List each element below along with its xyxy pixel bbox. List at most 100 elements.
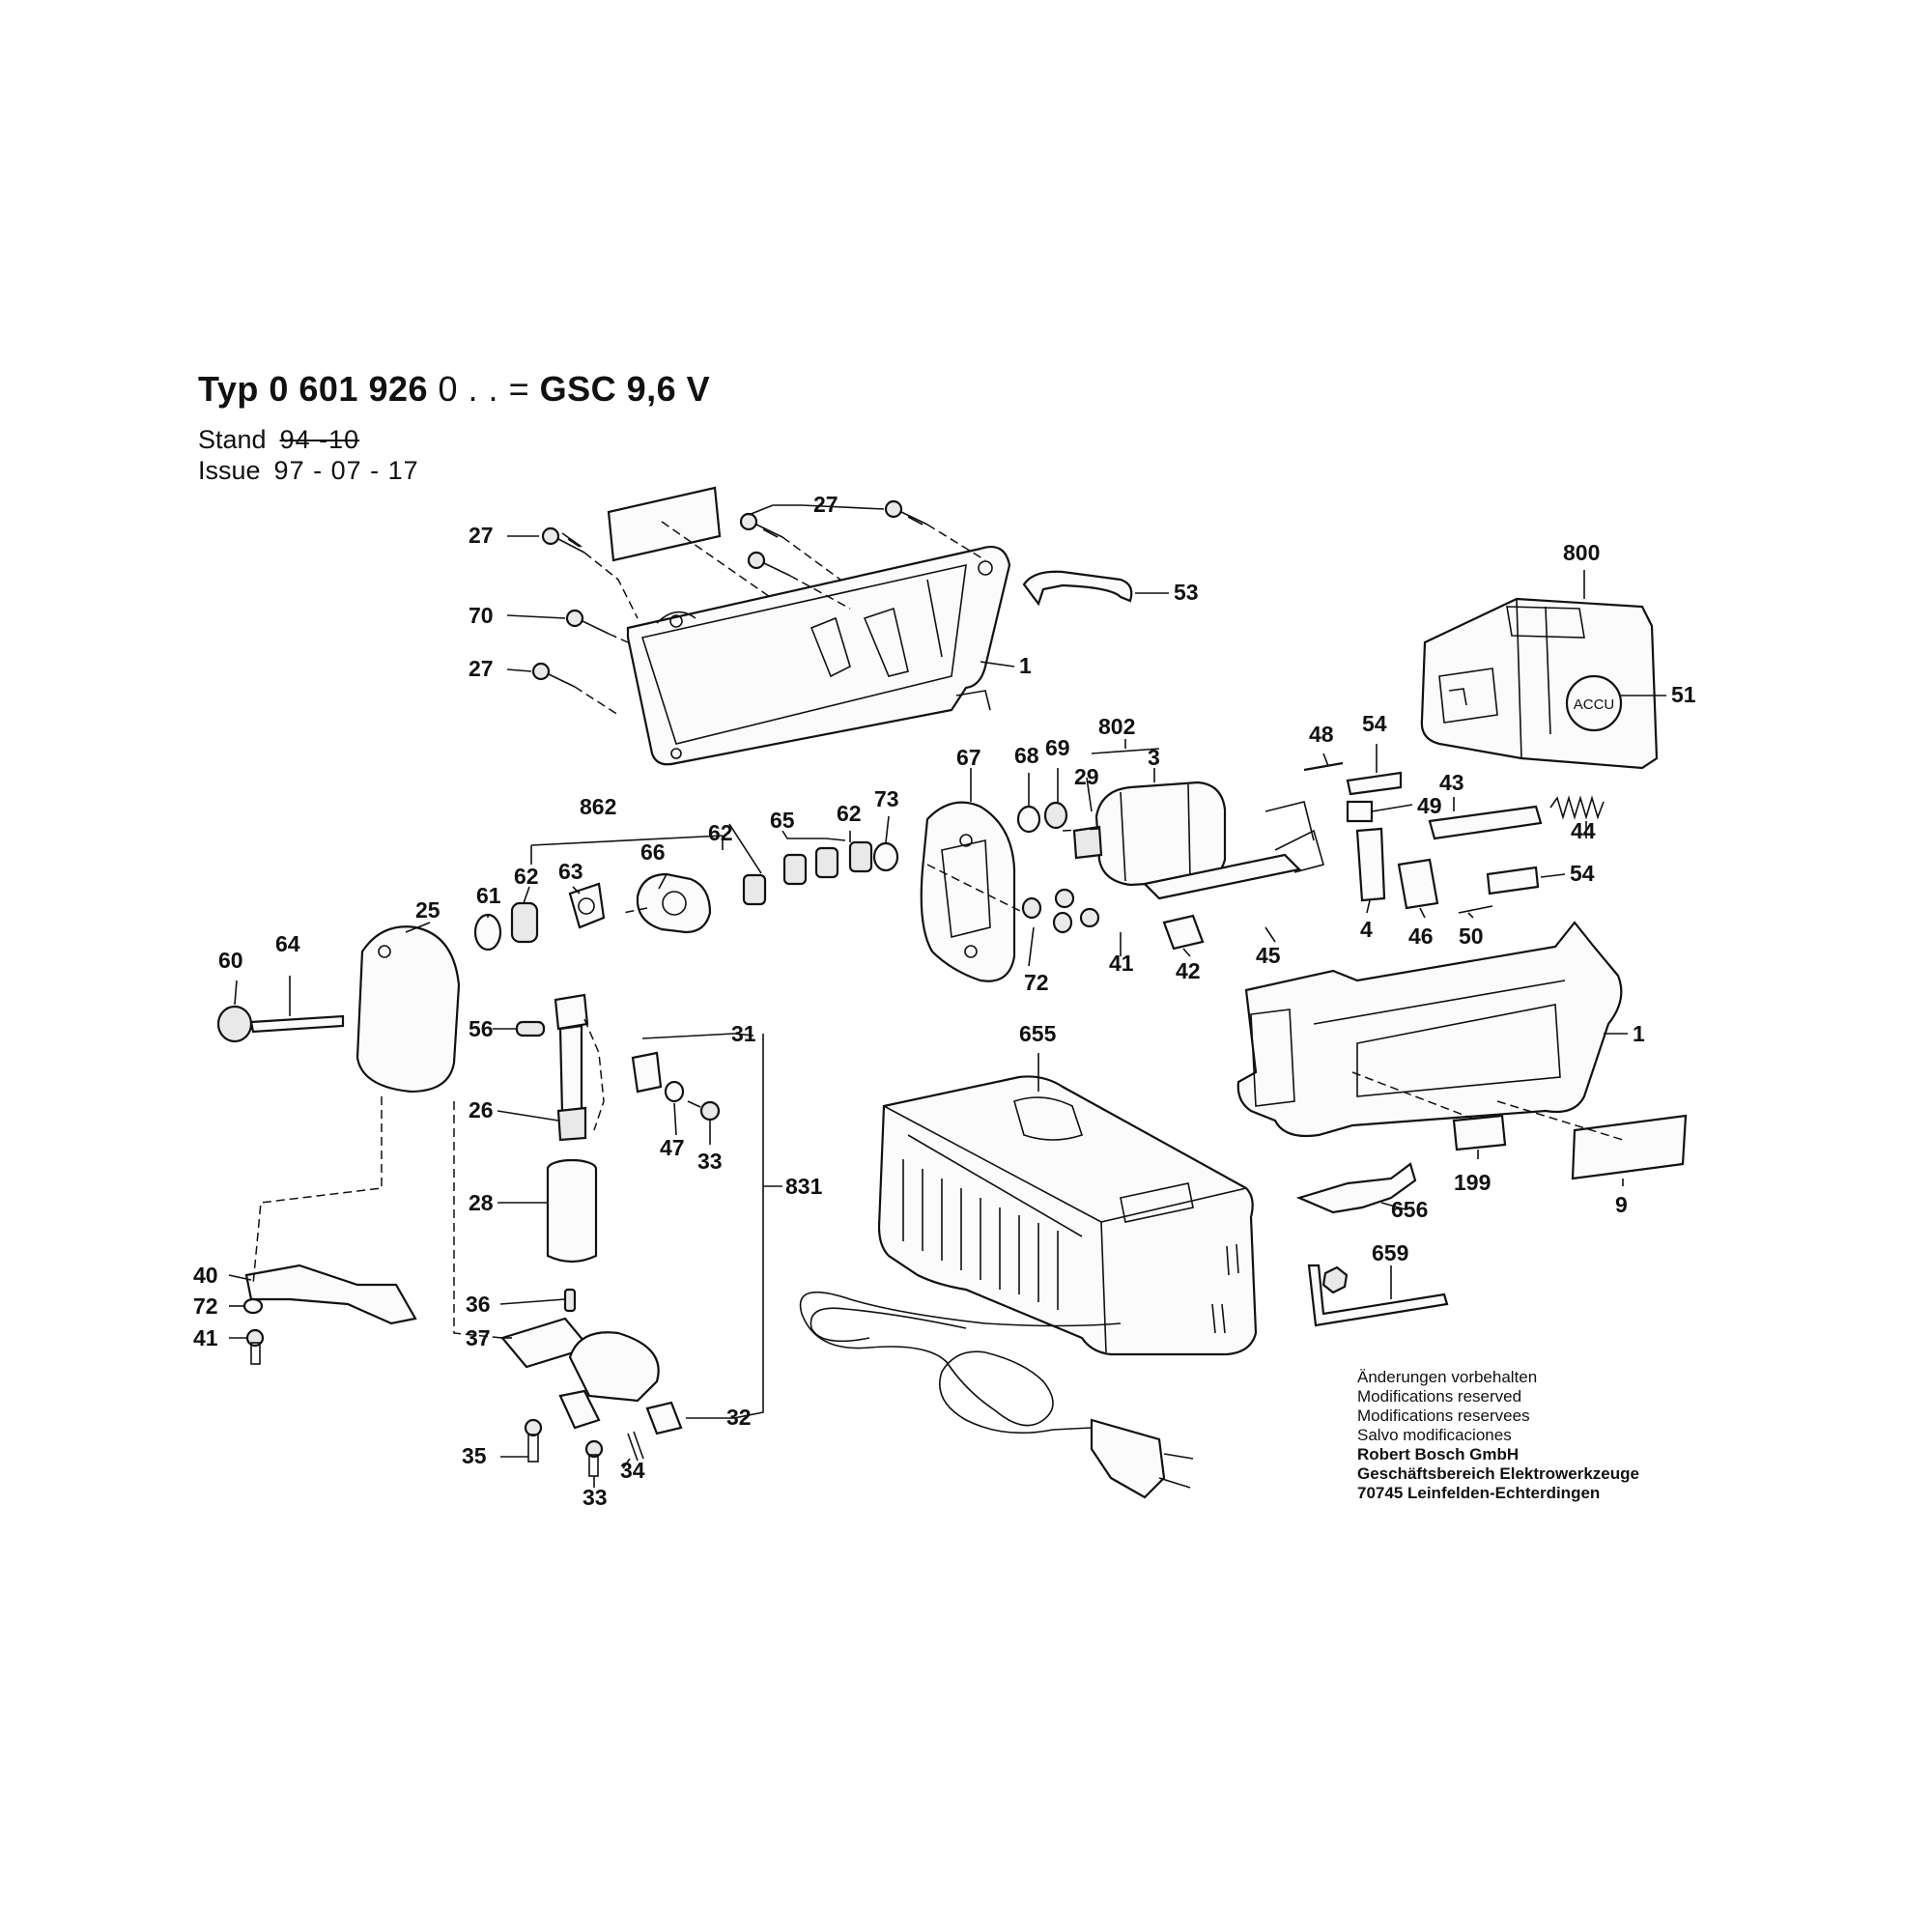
label-72-b: 72 (193, 1293, 218, 1319)
top-housing-shell (626, 545, 1011, 766)
knob-60 (216, 1005, 253, 1043)
footnote-division: Geschäftsbereich Elektrowerkzeuge (1357, 1464, 1639, 1483)
label-54-b: 54 (1570, 861, 1595, 886)
footnote-address: 70745 Leinfelden-Echterdingen (1357, 1484, 1601, 1502)
label-33-b: 33 (582, 1485, 608, 1510)
label-46: 46 (1408, 923, 1434, 949)
label-655: 655 (1019, 1021, 1057, 1046)
stand-label: Stand (198, 425, 267, 454)
washer-68 (1016, 805, 1041, 834)
accu-badge-text: ACCU (1574, 696, 1615, 713)
label-51: 51 (1671, 682, 1696, 707)
label-4: 4 (1360, 917, 1373, 942)
screw-27-c (884, 499, 928, 526)
screw-41-b (245, 1328, 265, 1365)
lower-blade-holder (500, 1288, 683, 1435)
screw-33-a (687, 1100, 721, 1122)
washer-73 (872, 841, 899, 872)
assembly-lines (252, 521, 1624, 1339)
label-9: 9 (1615, 1192, 1628, 1217)
pin-50 (1458, 905, 1493, 914)
issue-label: Issue (198, 456, 261, 485)
part-labels: 27 27 27 70 27 53 1 800 51 802 29 3 67 6… (193, 492, 1696, 1510)
sleeve-28 (546, 1158, 598, 1264)
accu-badge (1565, 674, 1623, 732)
typ-suffix: 0 . . = (438, 369, 530, 409)
footnote-company: Robert Bosch GmbH (1357, 1445, 1520, 1463)
spring-leaf-54-a (1346, 771, 1403, 796)
pin-56 (515, 1020, 546, 1037)
label-47: 47 (660, 1135, 685, 1160)
switch-bracket-45 (1142, 801, 1324, 900)
gear-housing-plate (920, 801, 1016, 982)
label-3: 3 (1148, 745, 1160, 770)
label-34: 34 (620, 1458, 645, 1483)
contact-49 (1346, 800, 1374, 823)
switch-4 (1355, 827, 1386, 902)
screw-27-d (747, 551, 791, 577)
model-name: GSC 9,6 V (539, 369, 711, 409)
label-29: 29 (1074, 764, 1099, 789)
screw-35 (524, 1418, 543, 1463)
charger-cord (799, 1292, 1122, 1435)
label-27-a: 27 (469, 523, 494, 548)
washer-47 (664, 1080, 685, 1103)
bottom-housing-shell (1236, 921, 1623, 1138)
spring-leaf-54-b (1486, 866, 1540, 895)
label-862: 862 (580, 794, 616, 819)
label-44: 44 (1571, 818, 1596, 843)
label-72-a: 72 (1024, 970, 1049, 995)
label-32: 32 (726, 1405, 752, 1430)
type-title: Typ 0 601 926 0 . . = GSC 9,6 V (198, 369, 710, 410)
label-800: 800 (1563, 540, 1600, 565)
battery-pack: ACCU (1420, 597, 1659, 770)
belt-clip (1022, 570, 1133, 607)
label-49: 49 (1417, 793, 1442, 818)
label-656: 656 (1391, 1197, 1428, 1222)
footnote-line-fr: Modifications reservees (1357, 1406, 1530, 1425)
label-36: 36 (466, 1292, 491, 1317)
label-41-a: 41 (1109, 951, 1134, 976)
label-41-b: 41 (193, 1325, 218, 1350)
shaft-26 (554, 993, 589, 1142)
label-26: 26 (469, 1097, 494, 1122)
label-plate-9 (1571, 1114, 1688, 1180)
label-43: 43 (1439, 770, 1464, 795)
label-62-a: 62 (837, 801, 862, 826)
leader-lines (228, 504, 1666, 1488)
label-27-c: 27 (469, 656, 494, 681)
bearing-69 (1043, 801, 1068, 830)
label-69: 69 (1045, 735, 1070, 760)
block-31 (631, 1051, 663, 1094)
head-cover (355, 925, 461, 1094)
label-50: 50 (1459, 923, 1484, 949)
label-45: 45 (1256, 943, 1281, 968)
label-42: 42 (1176, 958, 1201, 983)
blade-40 (244, 1264, 417, 1325)
label-1-top: 1 (1019, 653, 1032, 678)
label-73: 73 (874, 786, 899, 811)
label-56: 56 (469, 1016, 494, 1041)
label-66: 66 (640, 839, 666, 865)
footnote-block: Änderungen vorbehalten Modifications res… (1357, 1368, 1639, 1503)
charger (877, 1075, 1258, 1356)
typ-label: Typ (198, 369, 259, 409)
label-831: 831 (785, 1174, 823, 1199)
screw-70 (565, 609, 610, 635)
label-37: 37 (466, 1325, 491, 1350)
washer-72-b (242, 1297, 264, 1315)
spare-blade (1295, 1162, 1417, 1214)
label-53: 53 (1174, 580, 1199, 605)
screw-27-e (531, 662, 576, 688)
footnote-line-de: Änderungen vorbehalten (1357, 1368, 1538, 1386)
typ-number: 0 601 926 (269, 369, 429, 409)
label-27-b: 27 (813, 492, 838, 517)
label-28: 28 (469, 1190, 494, 1215)
screw-27-a (541, 526, 585, 554)
screw-33-b (584, 1439, 604, 1477)
label-1-bottom: 1 (1633, 1021, 1645, 1046)
label-63: 63 (558, 859, 583, 884)
footnote-line-es: Salvo modificaciones (1357, 1426, 1512, 1444)
switch-slide-42 (1162, 914, 1205, 951)
